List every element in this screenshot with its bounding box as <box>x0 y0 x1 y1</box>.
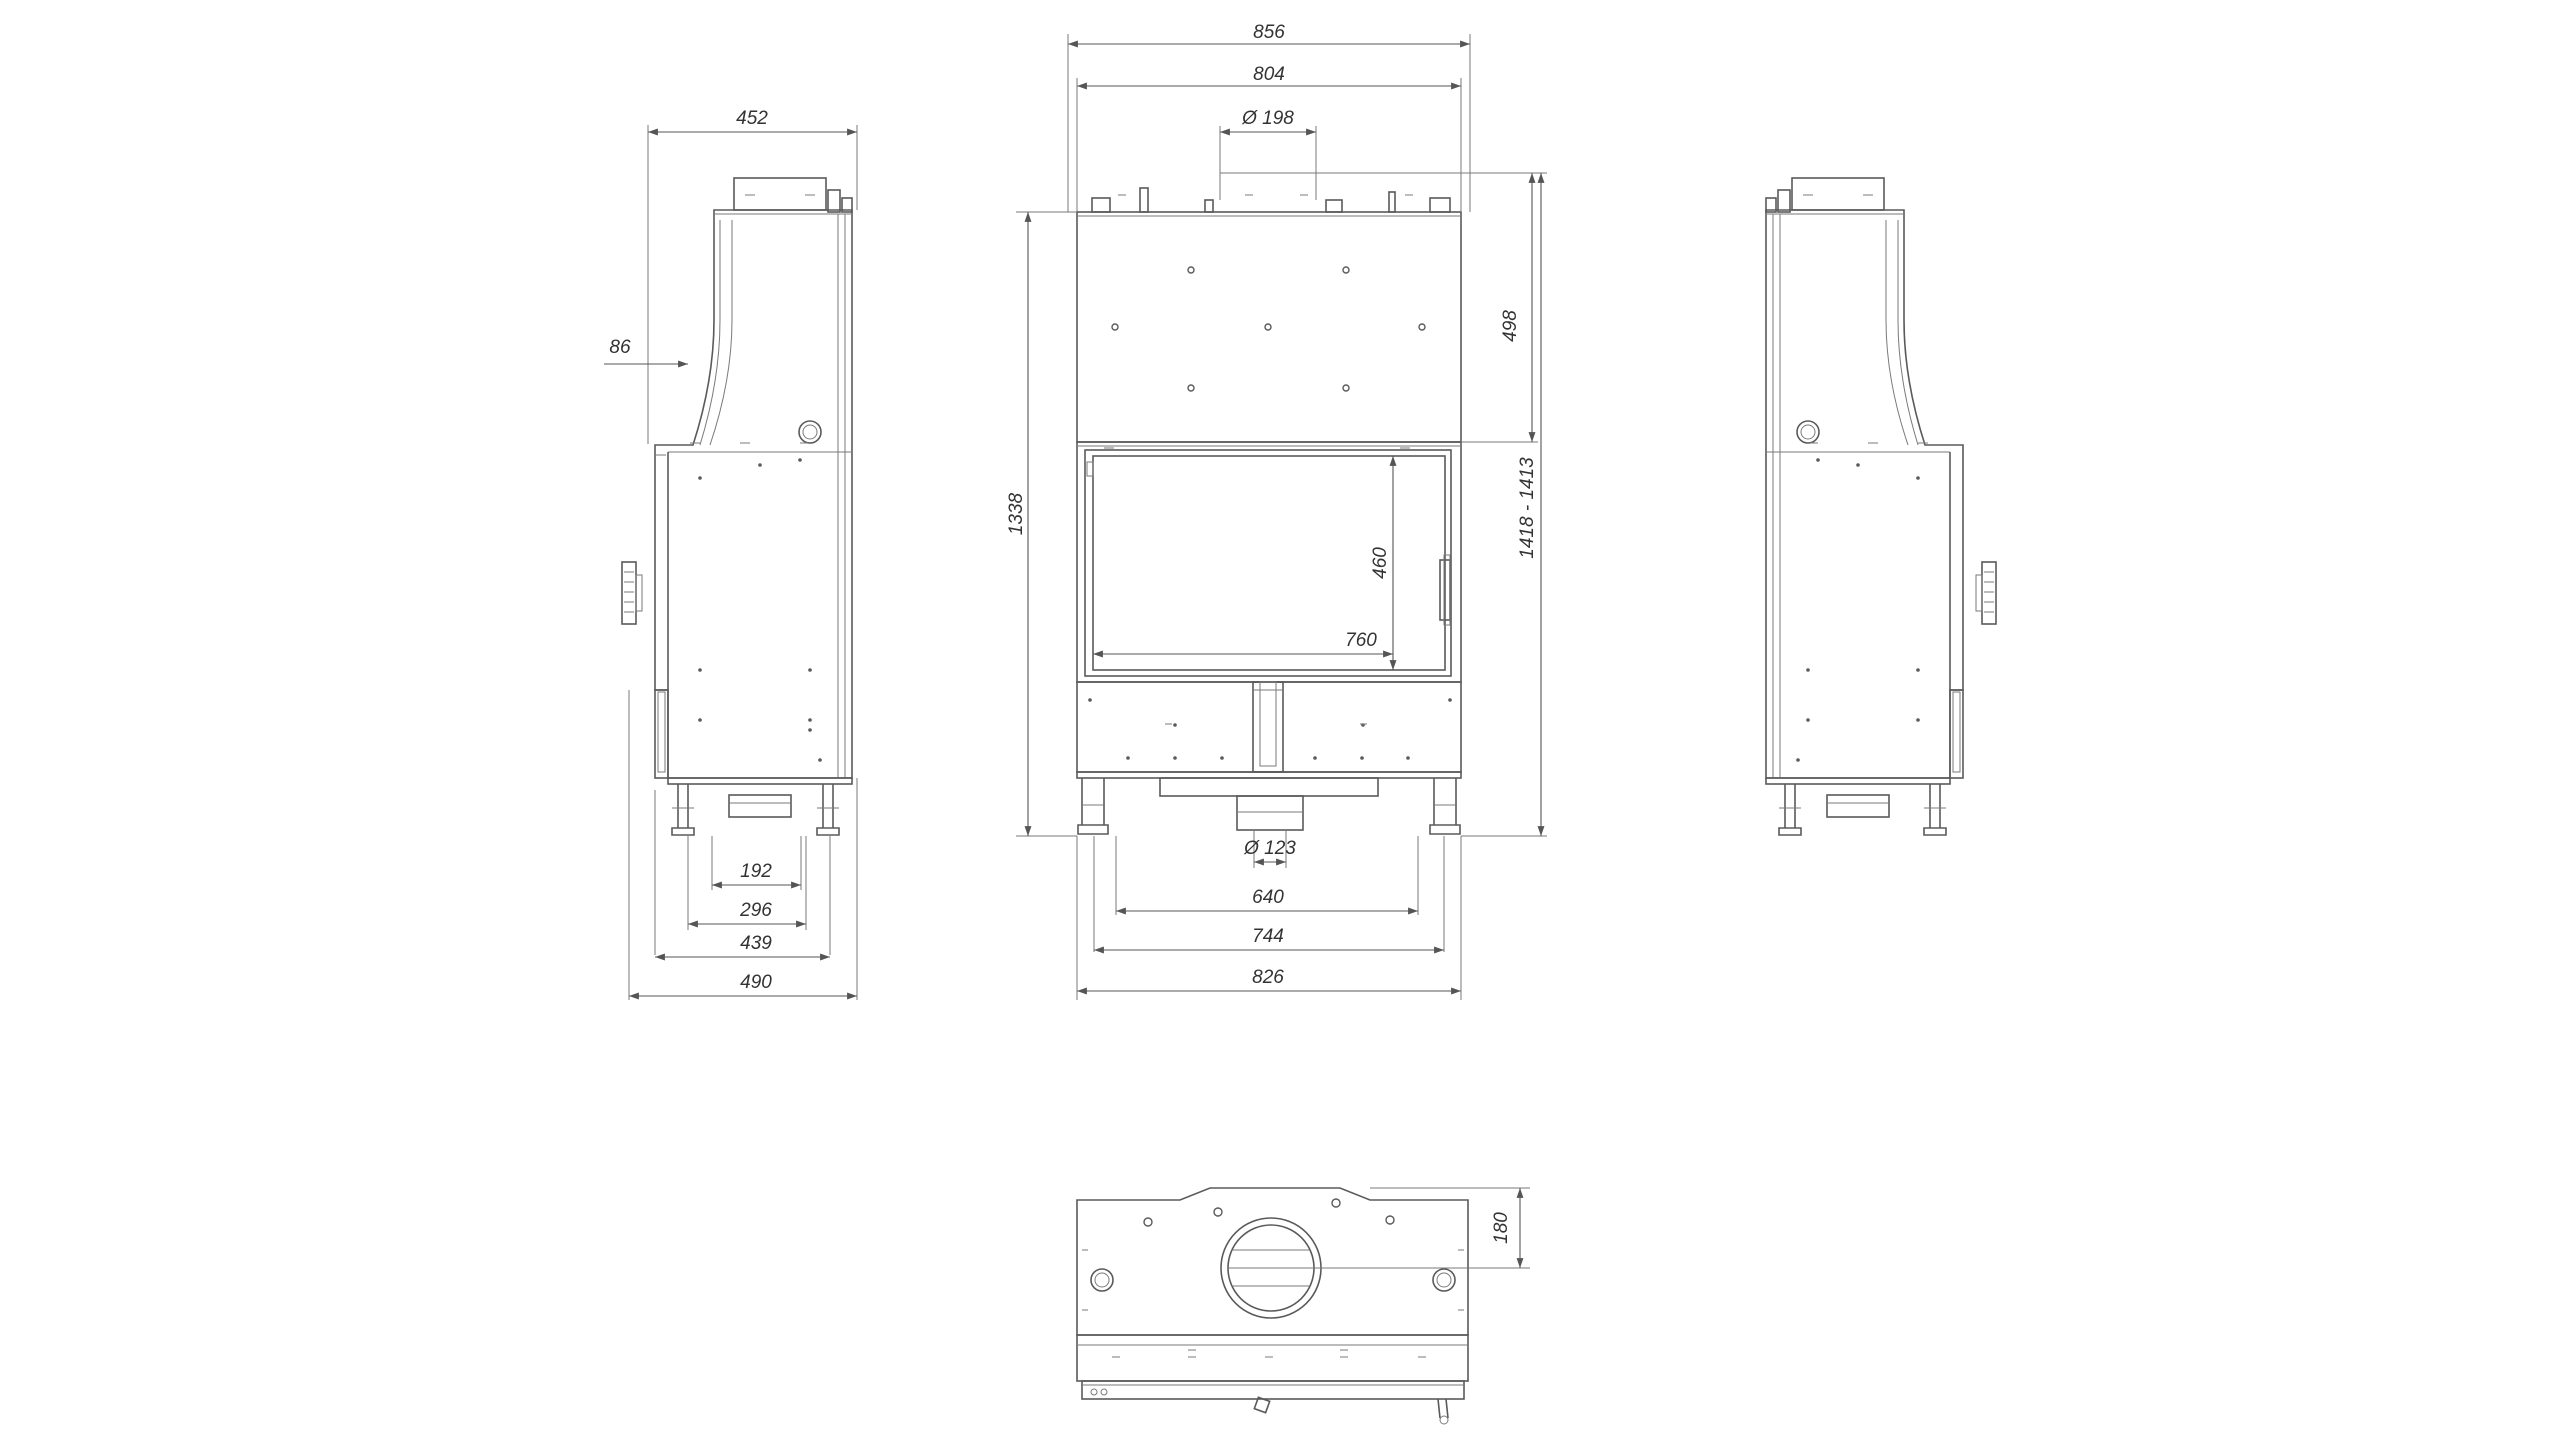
left-air-inlet <box>728 794 792 818</box>
left-flue-collar <box>733 177 827 211</box>
top-view <box>1076 1187 1469 1425</box>
dim-front-overall-width: 856 <box>1253 22 1285 43</box>
dim-front-air-inlet-diameter: Ø 123 <box>1243 838 1296 859</box>
dim-front-glass-width: 760 <box>1345 630 1377 651</box>
right-side-view <box>1765 177 1997 836</box>
front-dimensions: 856 804 Ø 198 498 1338 1418 - 1413 460 7… <box>1006 22 1547 1000</box>
top-view-front-rail <box>1076 1334 1469 1382</box>
front-air-inlet <box>1236 795 1304 831</box>
dim-side-leg-inner: 192 <box>740 861 772 882</box>
dim-front-upper-height: 498 <box>1500 310 1521 342</box>
dim-front-base-total: 826 <box>1252 967 1284 988</box>
top-view-dimensions: 180 <box>1271 1187 1530 1269</box>
dim-front-top-width: 804 <box>1253 64 1285 85</box>
front-air-control <box>1252 681 1284 773</box>
dim-side-offset: 86 <box>609 337 631 358</box>
left-side-dimensions: 452 86 192 296 439 490 <box>604 108 858 1000</box>
left-foot-front <box>671 784 695 836</box>
dim-side-leg-mid: 296 <box>739 900 772 921</box>
right-side-knob <box>1796 420 1820 444</box>
front-foot-left <box>1077 778 1109 835</box>
dim-side-top-width: 452 <box>736 108 768 129</box>
top-view-outline <box>1076 1187 1469 1336</box>
front-view <box>1076 187 1462 835</box>
left-body-outline <box>654 209 853 779</box>
dim-top-view-depth: 180 <box>1491 1212 1512 1244</box>
dim-front-leg-inner: 640 <box>1252 887 1284 908</box>
front-glass <box>1092 455 1446 671</box>
dim-front-flue-diameter: Ø 198 <box>1241 108 1294 129</box>
dim-side-leg-outer: 439 <box>740 933 772 954</box>
dim-front-glass-height: 460 <box>1370 547 1391 579</box>
dim-front-leg-mid: 744 <box>1252 926 1284 947</box>
left-side-view <box>621 177 853 836</box>
dim-front-height-range: 1418 - 1413 <box>1517 457 1538 559</box>
left-handle <box>621 561 637 625</box>
front-lower-panel <box>1076 681 1462 773</box>
left-foot-rear <box>816 784 840 836</box>
front-door <box>1084 449 1452 677</box>
dim-front-overall-height: 1338 <box>1006 492 1027 535</box>
left-side-knob <box>798 420 822 444</box>
front-door-frame <box>1076 441 1462 683</box>
front-base-plate <box>1159 777 1379 797</box>
dim-side-base-total: 490 <box>740 972 772 993</box>
front-foot-right <box>1429 778 1461 835</box>
